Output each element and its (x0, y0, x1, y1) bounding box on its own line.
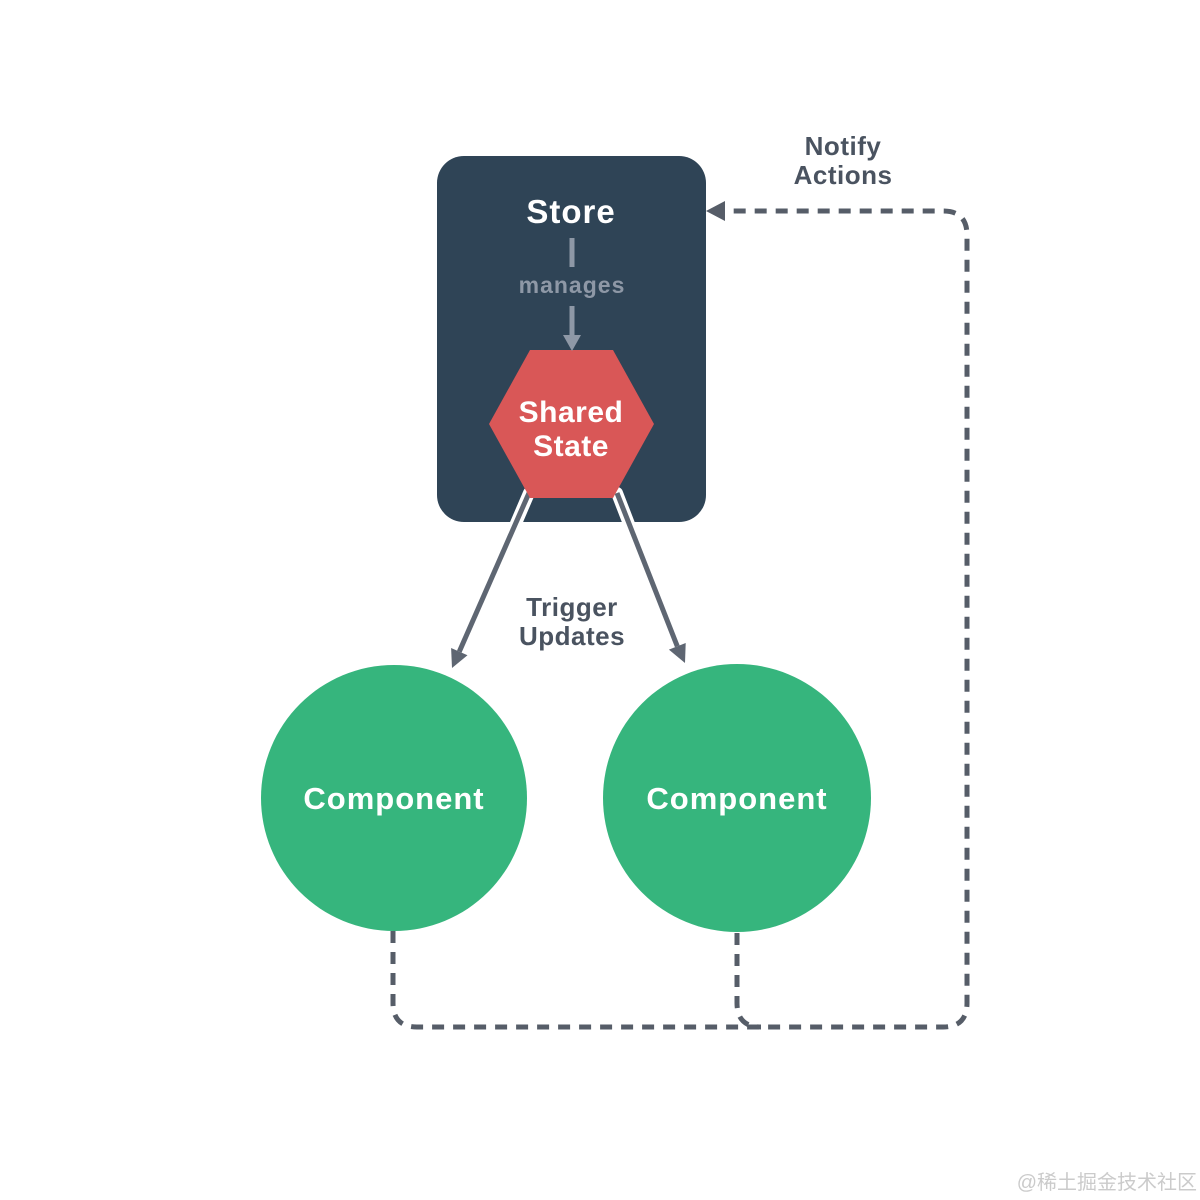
trigger-arrow-left (457, 491, 532, 653)
trigger-label-line1: Trigger (526, 592, 618, 622)
shared-state-label-line2: State (533, 430, 609, 463)
trigger-arrowhead-right (668, 643, 686, 663)
notify-branch-path (734, 933, 762, 1030)
store-label: Store (526, 193, 615, 230)
watermark: @稀土掘金技术社区 (1017, 1171, 1197, 1194)
shared-state-label-line1: Shared (519, 396, 624, 429)
notify-arrowhead (706, 201, 725, 221)
component-label-right: Component (646, 781, 827, 816)
notify-label-line1: Notify (805, 131, 882, 161)
shared-state-hexagon (489, 350, 654, 498)
trigger-arrow-right (614, 492, 680, 648)
trigger-label-line2: Updates (519, 621, 625, 651)
notify-loop-path (390, 208, 970, 1030)
component-label-left: Component (303, 781, 484, 816)
component-circle-right (603, 664, 871, 932)
manages-label: manages (519, 272, 626, 298)
notify-label-line2: Actions (794, 160, 893, 190)
trigger-arrowhead-left (451, 648, 468, 668)
manages-arrowhead (563, 335, 581, 351)
component-circle-left (261, 665, 527, 931)
